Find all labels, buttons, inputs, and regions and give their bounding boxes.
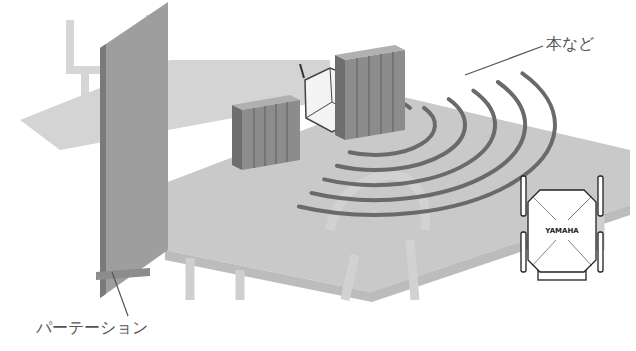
- partition-foot: [96, 268, 150, 280]
- leader-line: [112, 272, 128, 316]
- logo-text: YAMAHA: [545, 227, 578, 235]
- books-right: [335, 45, 405, 140]
- books-left: [232, 95, 300, 170]
- part-name: パーテーション: [36, 318, 148, 337]
- part-name: 本など: [546, 34, 594, 53]
- front-chair: [330, 175, 426, 300]
- partition-side: [100, 44, 106, 298]
- inset-access-point: [521, 176, 603, 280]
- leader-line: [465, 46, 543, 75]
- partition: [100, 2, 168, 298]
